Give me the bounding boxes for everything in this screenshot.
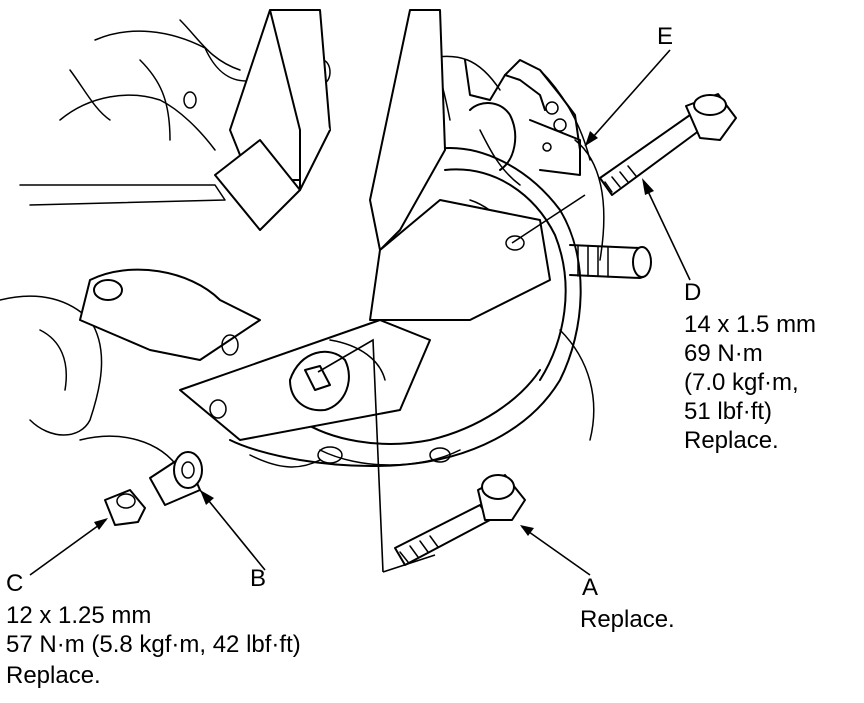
callout-d-spec-torque: 69 N·m xyxy=(684,340,763,367)
callout-a-replace-note: Replace. xyxy=(580,606,675,633)
callout-c-replace-note: Replace. xyxy=(6,662,101,689)
output-shaft xyxy=(569,244,652,279)
callout-c-spec-size: 12 x 1.25 mm xyxy=(6,602,152,629)
callout-d-spec-kgf: (7.0 kgf·m, xyxy=(684,369,799,396)
callout-d-spec-lbf: 51 lbf·ft) xyxy=(684,398,773,425)
leader-lines xyxy=(29,49,691,576)
mount-body xyxy=(79,9,551,441)
callout-c-letter: C xyxy=(6,570,24,597)
nut-c-graphic xyxy=(104,489,146,526)
callout-e-letter: E xyxy=(657,23,674,50)
mount-bracket xyxy=(464,59,581,186)
callout-d-spec-size: 14 x 1.5 mm xyxy=(684,311,817,338)
callout-d-letter: D xyxy=(684,279,702,306)
callout-c-spec-torque: 57 N·m (5.8 kgf·m, 42 lbf·ft) xyxy=(6,631,301,658)
callout-d-replace-note: Replace. xyxy=(684,427,779,454)
collar-b-graphic xyxy=(149,451,203,506)
bolt-a-graphic xyxy=(394,474,526,566)
callout-a-letter: A xyxy=(582,574,599,601)
bolt-d-graphic xyxy=(599,93,737,196)
transmission-housing xyxy=(229,147,582,468)
callout-b-letter: B xyxy=(250,565,267,592)
